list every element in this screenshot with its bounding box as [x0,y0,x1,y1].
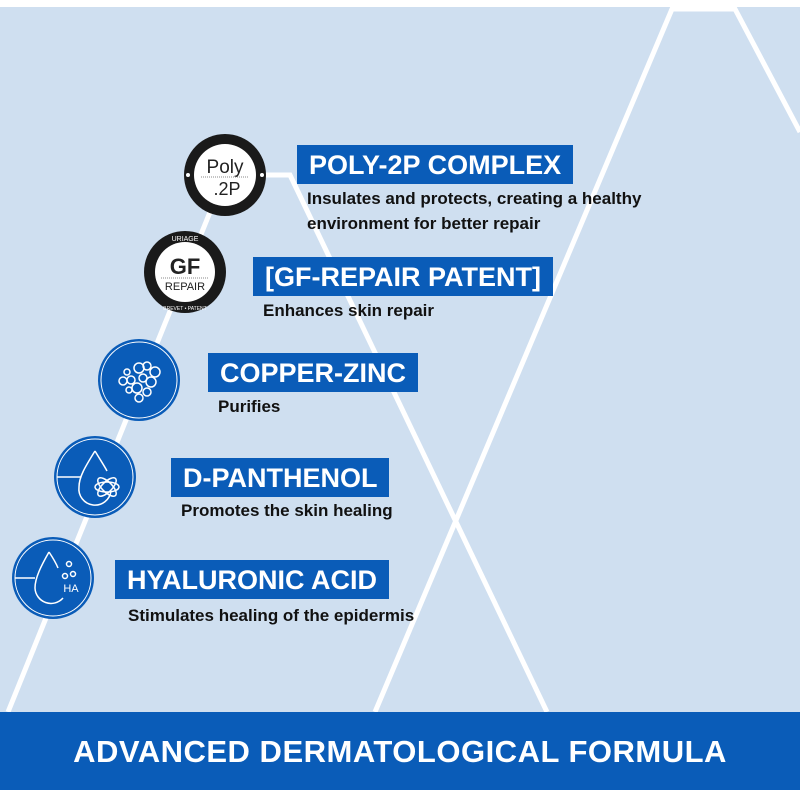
ingredient-title-hyaluronic-acid: HYALURONIC ACID [115,560,390,599]
svg-text:.2P: .2P [213,179,240,199]
drop-molecule-icon: HA [12,537,94,619]
ingredient-desc-poly-2p-line2: environment for better repair [307,214,541,233]
ingredient-desc-d-panthenol: Promotes the skin healing [181,501,393,520]
ingredient-desc-copper-zinc: Purifies [218,397,281,416]
ingredient-desc-poly-2p-line1: Insulates and protects, creating a healt… [307,189,642,208]
svg-text:HA: HA [63,583,79,595]
bubbles-icon [98,339,180,421]
svg-text:BREVET • PATENT: BREVET • PATENT [163,306,206,312]
svg-text:URIAGE: URIAGE [172,236,199,243]
ingredient-title-gf-repair: [GF-REPAIR PATENT] [253,257,553,296]
ingredient-title-copper-zinc: COPPER-ZINC [208,353,419,392]
poly-2p-logo: Poly .2P [184,134,266,216]
ingredient-desc-hyaluronic-acid: Stimulates healing of the epidermis [128,606,415,625]
gf-repair-logo: URIAGE GF REPAIR BREVET • PATENT [144,231,226,313]
banner-title: ADVANCED DERMATOLOGICAL FORMULA [0,712,800,790]
ingredient-title-d-panthenol: D-PANTHENOL [171,458,390,497]
drop-atom-icon [54,436,136,518]
ingredient-title-poly-2p: POLY-2P COMPLEX [297,145,574,184]
svg-text:Poly: Poly [207,157,244,178]
ingredient-desc-gf-repair: Enhances skin repair [263,301,435,320]
svg-text:REPAIR: REPAIR [165,281,205,293]
svg-text:GF: GF [170,254,201,279]
